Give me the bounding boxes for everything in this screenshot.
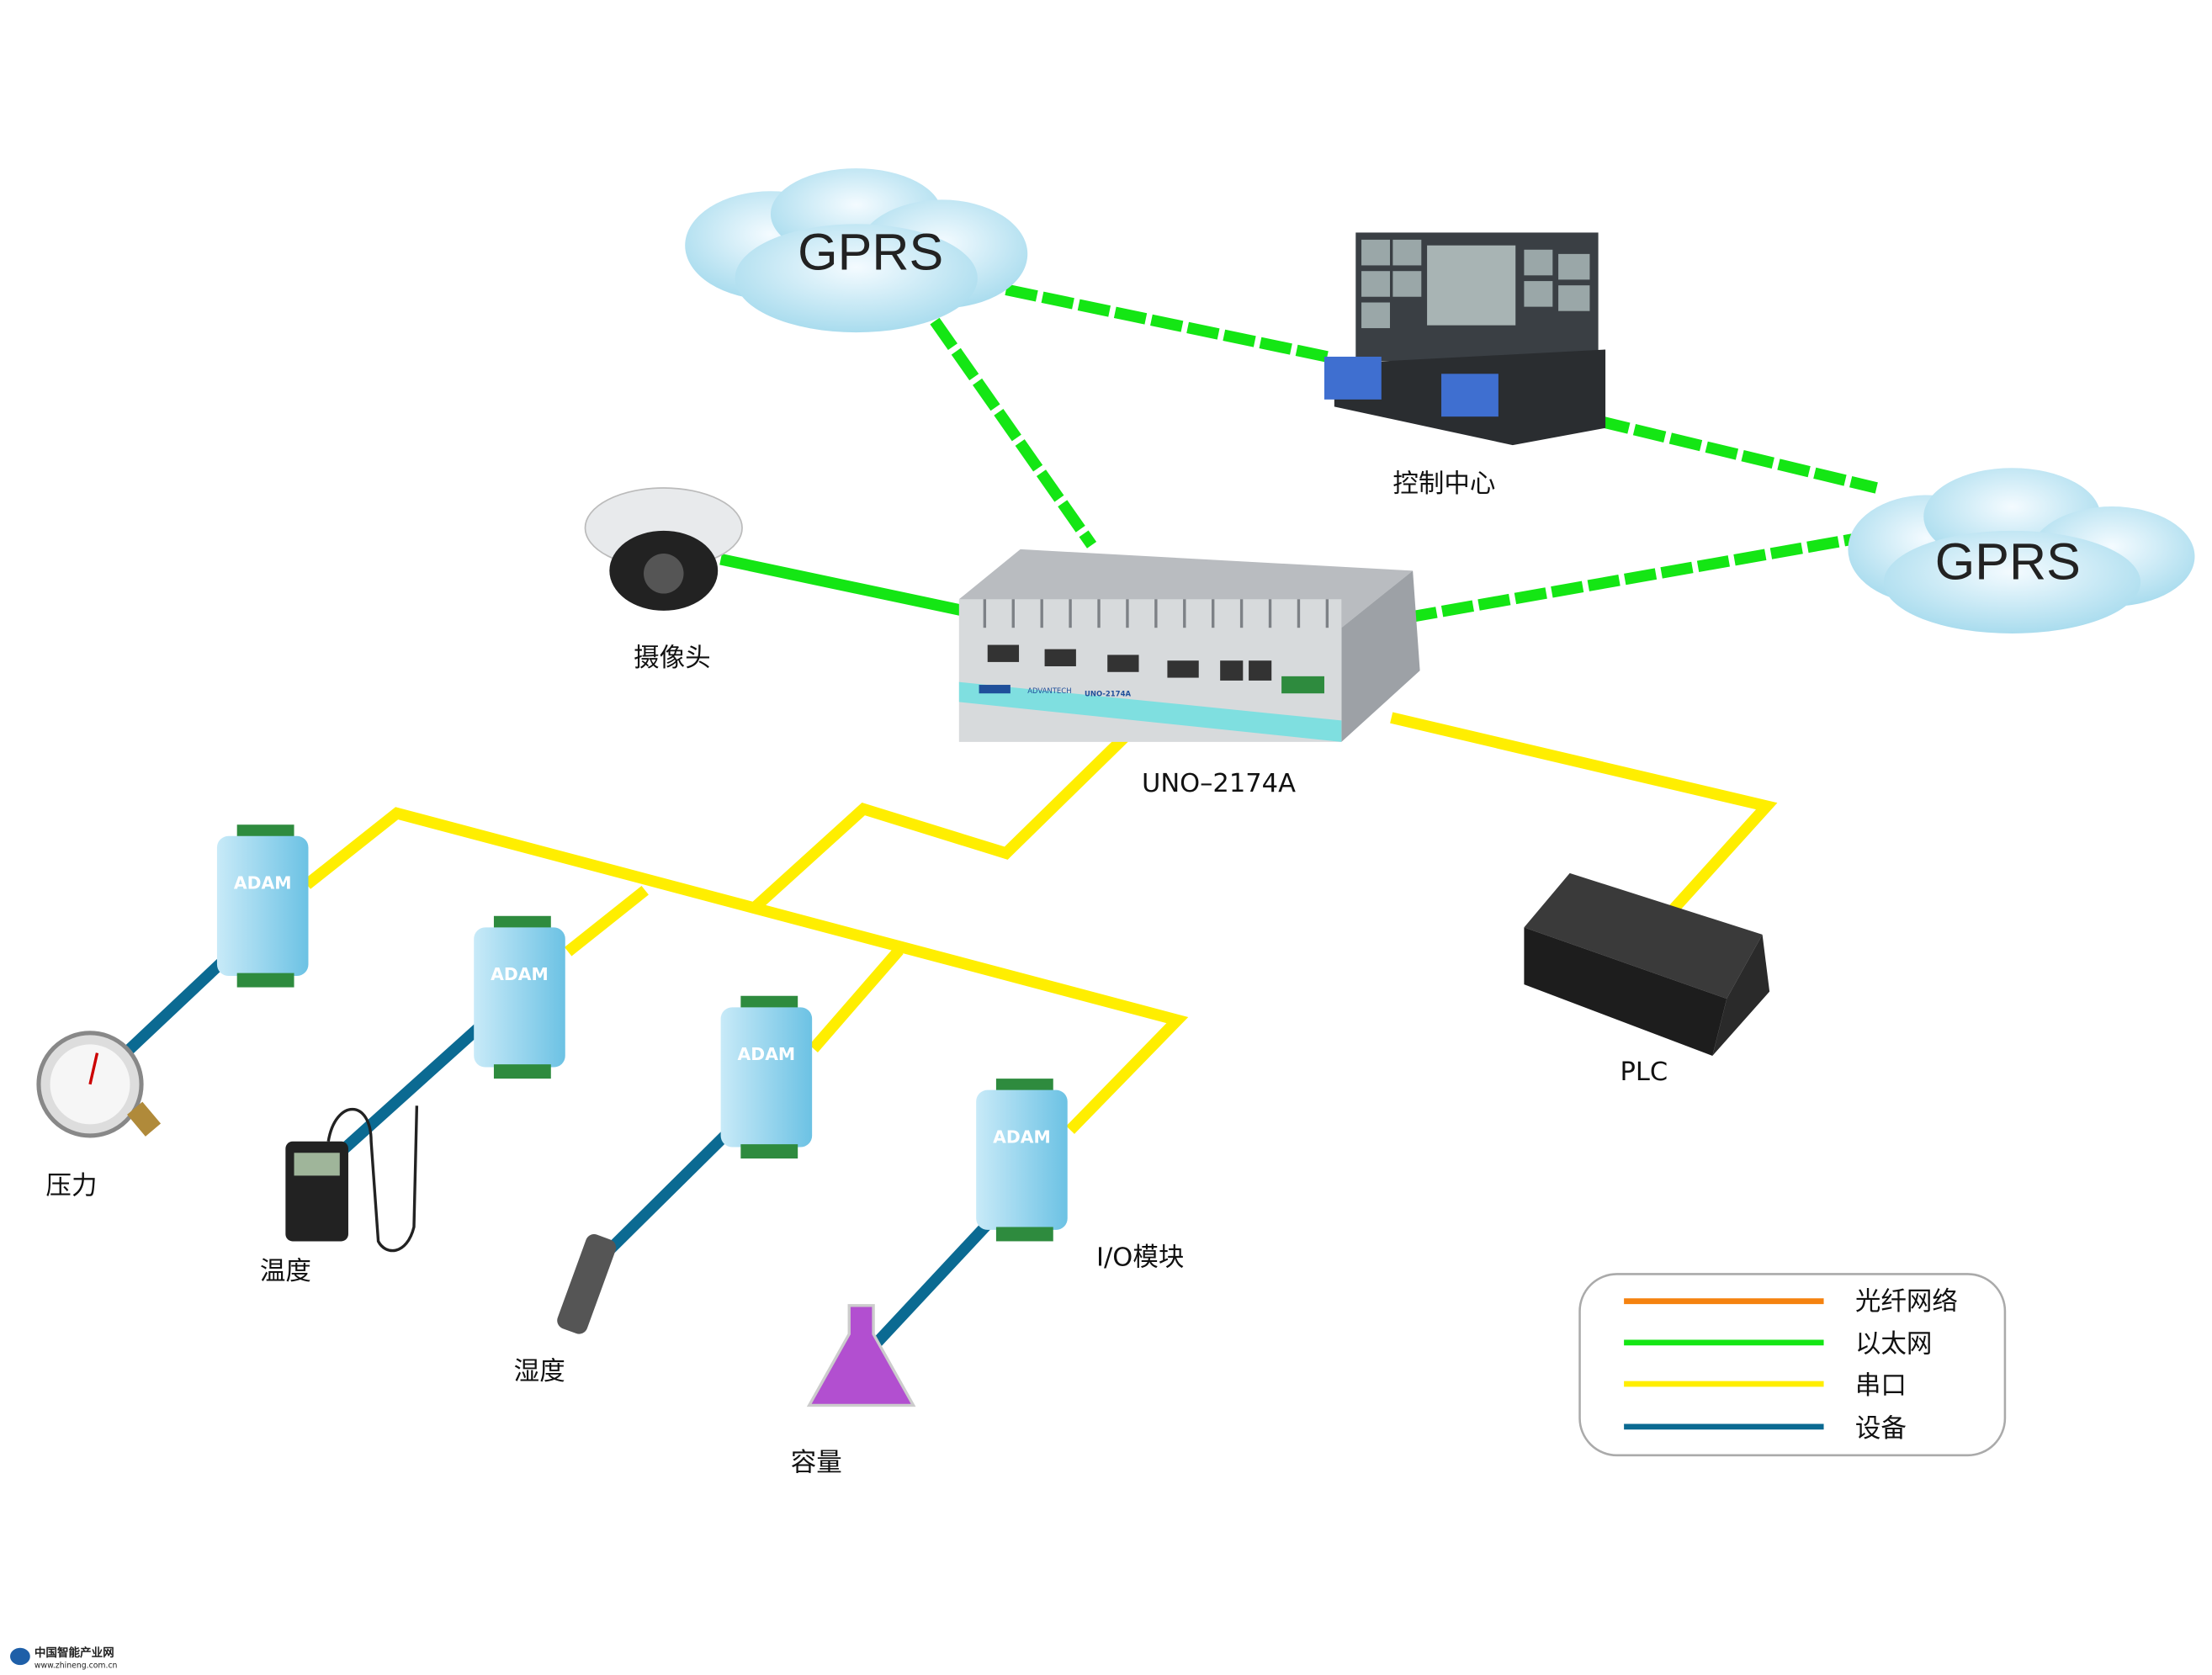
humidity-label: 湿度 (514, 1357, 565, 1386)
plc: PLC (1524, 872, 1770, 1087)
cloud-icon (1848, 468, 2195, 633)
camera: 摄像头 (584, 487, 743, 673)
link-bus-module3 (809, 946, 904, 1052)
module-brand: ADAM (491, 964, 549, 984)
pressure-label: 压力 (45, 1171, 97, 1201)
flask: 容量 (791, 1304, 916, 1477)
gateway-model: UNO-2174A (1085, 690, 1131, 698)
watermark-name: 中国智能产业网 (34, 1646, 114, 1660)
gateway-uno: ADVANTECH UNO-2174A UNO–2174A (958, 549, 1420, 798)
control-center-label: 控制中心 (1392, 469, 1495, 499)
link-camera-gateway (719, 554, 965, 617)
link-gprs1-control (1005, 284, 1329, 363)
link-module4-capacity (863, 1220, 992, 1357)
legend-label-serial: 串口 (1855, 1371, 1907, 1401)
gateway-brand: ADVANTECH (1027, 686, 1071, 695)
thermometer-handheld: 温度 (260, 1105, 419, 1286)
cloud-label: GPRS (1935, 533, 2081, 591)
camera-label: 摄像头 (634, 644, 711, 673)
module-brand: ADAM (738, 1044, 796, 1064)
link-module2-temperature (336, 1020, 486, 1158)
link-control-gprs2 (1596, 415, 1878, 494)
link-module3-humidity (592, 1126, 735, 1267)
link-module1-pressure (121, 954, 230, 1057)
plc-label: PLC (1620, 1057, 1668, 1087)
adam-module-1: ADAM (216, 824, 309, 988)
legend-label-ethernet: 以太网 (1855, 1330, 1933, 1360)
temperature-label: 温度 (260, 1257, 311, 1286)
module-brand: ADAM (234, 873, 292, 893)
serial-links (303, 712, 1778, 1134)
serial-bus (303, 807, 1189, 1134)
legend: 光纤网络 以太网 串口 设备 (1578, 1273, 2007, 1457)
link-gateway-bus (752, 716, 1146, 910)
cloud-icon (685, 168, 1028, 333)
cloud-label: GPRS (798, 224, 943, 281)
adam-module-4: ADAM (976, 1079, 1068, 1242)
gprs-cloud-1: GPRS (685, 168, 1028, 333)
io-module-label: I/O模块 (1096, 1243, 1184, 1272)
legend-label-fiber: 光纤网络 (1855, 1287, 1958, 1317)
pressure-gauge: 压力 (36, 1031, 162, 1201)
adam-module-3: ADAM (720, 995, 813, 1159)
device-links (121, 954, 992, 1357)
control-center: 控制中心 (1323, 232, 1606, 499)
ethernet-links (719, 284, 1878, 624)
link-gateway-plc (1390, 712, 1778, 914)
watermark-logo: 中国智能产业网 www.zhineng.com.cn (10, 1646, 118, 1671)
module-brand: ADAM (993, 1126, 1051, 1147)
link-gateway-gprs2 (1404, 533, 1854, 624)
gprs-cloud-2: GPRS (1848, 468, 2195, 633)
link-gprs1-gateway (930, 317, 1097, 549)
gateway-label: UNO–2174A (1142, 769, 1296, 798)
hygrometer: 湿度 (514, 1234, 617, 1386)
watermark-url: www.zhineng.com.cn (34, 1662, 118, 1671)
legend-label-device: 设备 (1855, 1414, 1907, 1444)
adam-module-2: ADAM (474, 915, 565, 1079)
capacity-label: 容量 (791, 1448, 842, 1477)
link-bus-module2 (564, 885, 649, 957)
